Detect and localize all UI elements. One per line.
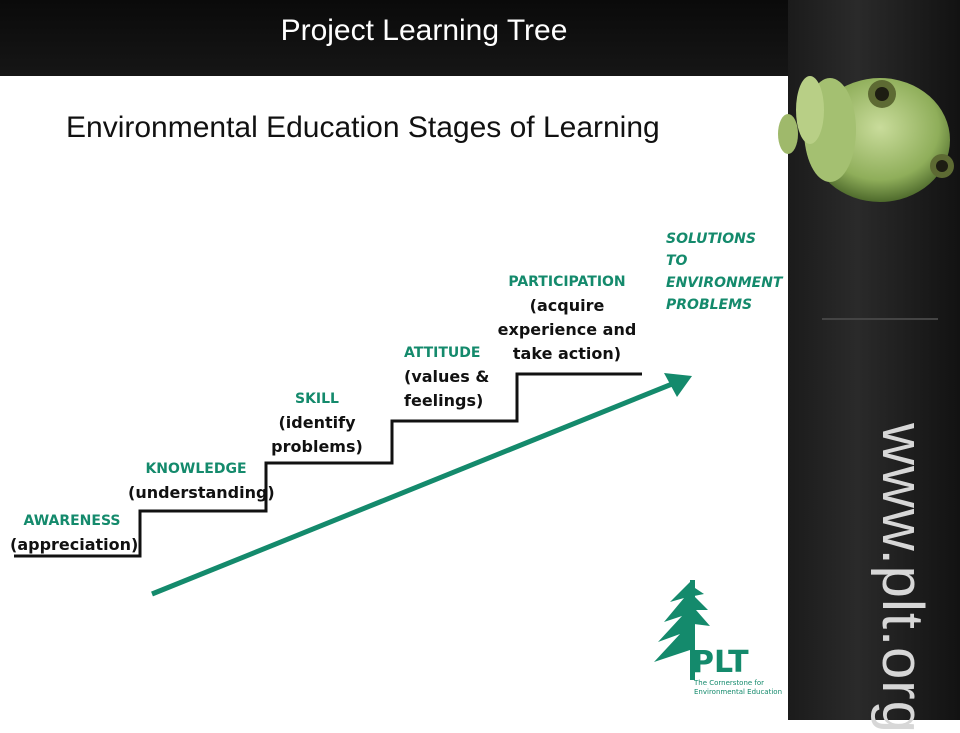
solutions-line: ENVIRONMENT (666, 275, 783, 291)
stage-desc: (understanding) (128, 483, 275, 502)
stage-name: ATTITUDE (404, 345, 481, 361)
solutions-line: SOLUTIONS (666, 231, 756, 247)
stage-skill: SKILL (identify problems) (262, 387, 372, 459)
solutions-label: SOLUTIONS TO ENVIRONMENT PROBLEMS (666, 228, 782, 316)
stage-knowledge: KNOWLEDGE (understanding) (128, 457, 275, 505)
side-divider (822, 318, 938, 320)
staircase-line (14, 372, 642, 558)
progress-arrowhead (664, 373, 692, 397)
plt-tagline-line: The Cornerstone for (694, 679, 765, 687)
stage-participation: PARTICIPATION (acquire experience and ta… (496, 270, 638, 366)
frog-photo (778, 76, 954, 202)
solutions-line: TO (666, 253, 688, 269)
stage-awareness: AWARENESS (appreciation) (10, 509, 139, 557)
stage-attitude: ATTITUDE (values & feelings) (404, 341, 490, 413)
slide-title: Environmental Education Stages of Learni… (66, 111, 660, 144)
stage-name: SKILL (295, 391, 339, 407)
solutions-line: PROBLEMS (666, 297, 753, 313)
stage-name: PARTICIPATION (508, 274, 626, 290)
stage-desc: (acquire experience and take action) (497, 296, 637, 363)
stage-name: KNOWLEDGE (145, 461, 247, 477)
header-title: Project Learning Tree (280, 14, 568, 47)
stage-desc: (identify problems) (271, 413, 363, 456)
plt-tagline-line: Environmental Education (694, 688, 783, 696)
stage-desc: (values & feelings) (404, 367, 490, 410)
stage-desc: (appreciation) (10, 535, 139, 554)
progress-arrow-shaft (151, 379, 678, 597)
plt-tagline: The Cornerstone for Environmental Educat… (694, 679, 782, 697)
stage-name: AWARENESS (23, 513, 121, 529)
plt-logo: PLT (654, 580, 749, 680)
plt-logo-text: PLT (692, 645, 749, 680)
